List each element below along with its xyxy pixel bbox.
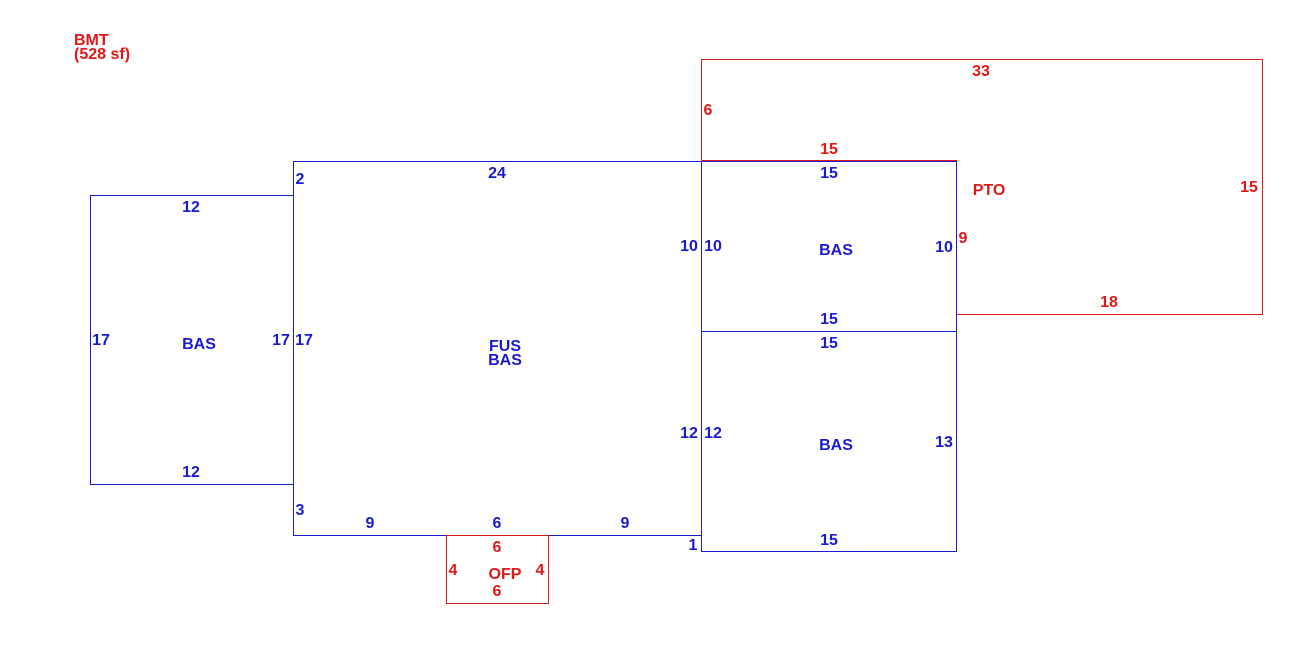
dim-left-left: 17 — [92, 332, 110, 349]
area-label-center-bas: BAS — [488, 352, 522, 369]
dim-center-left-lower: 3 — [295, 502, 305, 519]
dim-left-right: 17 — [272, 332, 290, 349]
area-label-right-upper-bas: BAS — [819, 242, 853, 259]
dim-ofp-right: 4 — [535, 562, 545, 579]
pto-outline-upper — [701, 59, 1263, 162]
dim-ru-bottom: 15 — [820, 311, 838, 328]
dim-pto-inner: 15 — [820, 141, 838, 158]
sketch-title: BMT — [74, 32, 109, 49]
dim-ru-left: 10 — [704, 238, 722, 255]
dim-left-top: 12 — [182, 199, 200, 216]
dim-rl-top: 15 — [820, 335, 838, 352]
dim-pto-step: 9 — [958, 230, 968, 247]
area-label-ofp: OFP — [488, 566, 522, 583]
dim-center-bottom-c: 9 — [620, 515, 630, 532]
dim-center-right-step: 1 — [688, 537, 698, 554]
dim-pto-bottom: 18 — [1100, 294, 1118, 311]
dim-ofp-top: 6 — [492, 539, 502, 556]
area-label-left-bas: BAS — [182, 336, 216, 353]
dim-pto-top: 33 — [972, 63, 990, 80]
dim-rl-bottom: 15 — [820, 532, 838, 549]
area-label-pto: PTO — [972, 182, 1006, 199]
sketch-area: (528 sf) — [74, 46, 131, 63]
dim-rl-left: 12 — [704, 425, 722, 442]
dim-center-left-upper: 2 — [295, 171, 305, 188]
dim-center-left: 17 — [295, 332, 313, 349]
dim-ofp-left: 4 — [448, 562, 458, 579]
dim-center-top: 24 — [488, 165, 506, 182]
dim-center-right-upper: 10 — [680, 238, 698, 255]
area-label-fus: FUS — [489, 338, 521, 355]
dim-ofp-bottom: 6 — [492, 583, 502, 600]
area-label-right-lower-bas: BAS — [819, 437, 853, 454]
dim-rl-right: 13 — [935, 434, 953, 451]
dim-pto-left: 6 — [703, 102, 713, 119]
dim-center-right-lower: 12 — [680, 425, 698, 442]
right-lower-bas-room — [701, 331, 957, 552]
dim-center-bottom-b: 6 — [492, 515, 502, 532]
dim-center-bottom-a: 9 — [365, 515, 375, 532]
pto-inner-edge — [701, 160, 957, 162]
dim-left-bottom: 12 — [182, 464, 200, 481]
dim-ru-top: 15 — [820, 165, 838, 182]
dim-ru-right: 10 — [935, 239, 953, 256]
dim-pto-right: 15 — [1240, 179, 1258, 196]
ofp-room — [446, 535, 549, 604]
